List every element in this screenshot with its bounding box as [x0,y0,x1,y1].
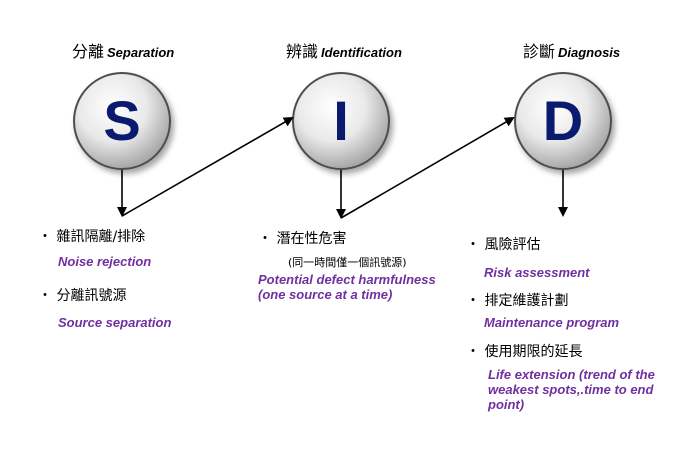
heading-identification-en: Identification [321,45,402,60]
heading-separation-zh: 分離 [72,42,105,61]
heading-identification-zh: 辨識 [286,42,319,61]
s-item-source-zh: ・ 分離訊號源 [38,288,127,304]
heading-diagnosis-en: Diagnosis [558,45,621,60]
circle-s: S [73,72,171,170]
arrow-i-to-d [340,116,515,219]
circle-d: D [514,72,612,170]
d-item-life-zh: ・ 使用期限的延長 [466,344,583,360]
heading-separation-en: Separation [107,45,175,60]
i-item-potential-en: Potential defect harmfulness (one source… [258,272,436,302]
d-item-maintenance-en: Maintenance program [484,315,620,330]
heading-diagnosis-zh: 診斷 [523,42,556,61]
d-item-life-en: Life extension (trend of the weakest spo… [488,367,655,412]
s-item-source-en: Source separation [58,315,172,330]
i-item-potential-sub: (同一時間僅一個訊號源) [288,256,407,269]
circle-d-letter: D [543,89,583,152]
d-item-risk-en: Risk assessment [484,265,590,280]
d-item-risk-zh: ・ 風險評估 [466,237,541,253]
i-item-potential-zh: ・ 潛在性危害 [258,231,347,247]
flow-arrows [117,116,568,219]
s-item-noise-zh: ・ 雜訊隔離/排除 [38,229,146,245]
s-item-noise-en: Noise rejection [58,254,152,269]
circle-i-letter: I [333,89,349,152]
d-item-maintenance-zh: ・ 排定維護計劃 [466,293,569,309]
circle-s-letter: S [103,89,140,152]
arrow-s-to-i [121,117,294,217]
circle-i: I [292,72,390,170]
